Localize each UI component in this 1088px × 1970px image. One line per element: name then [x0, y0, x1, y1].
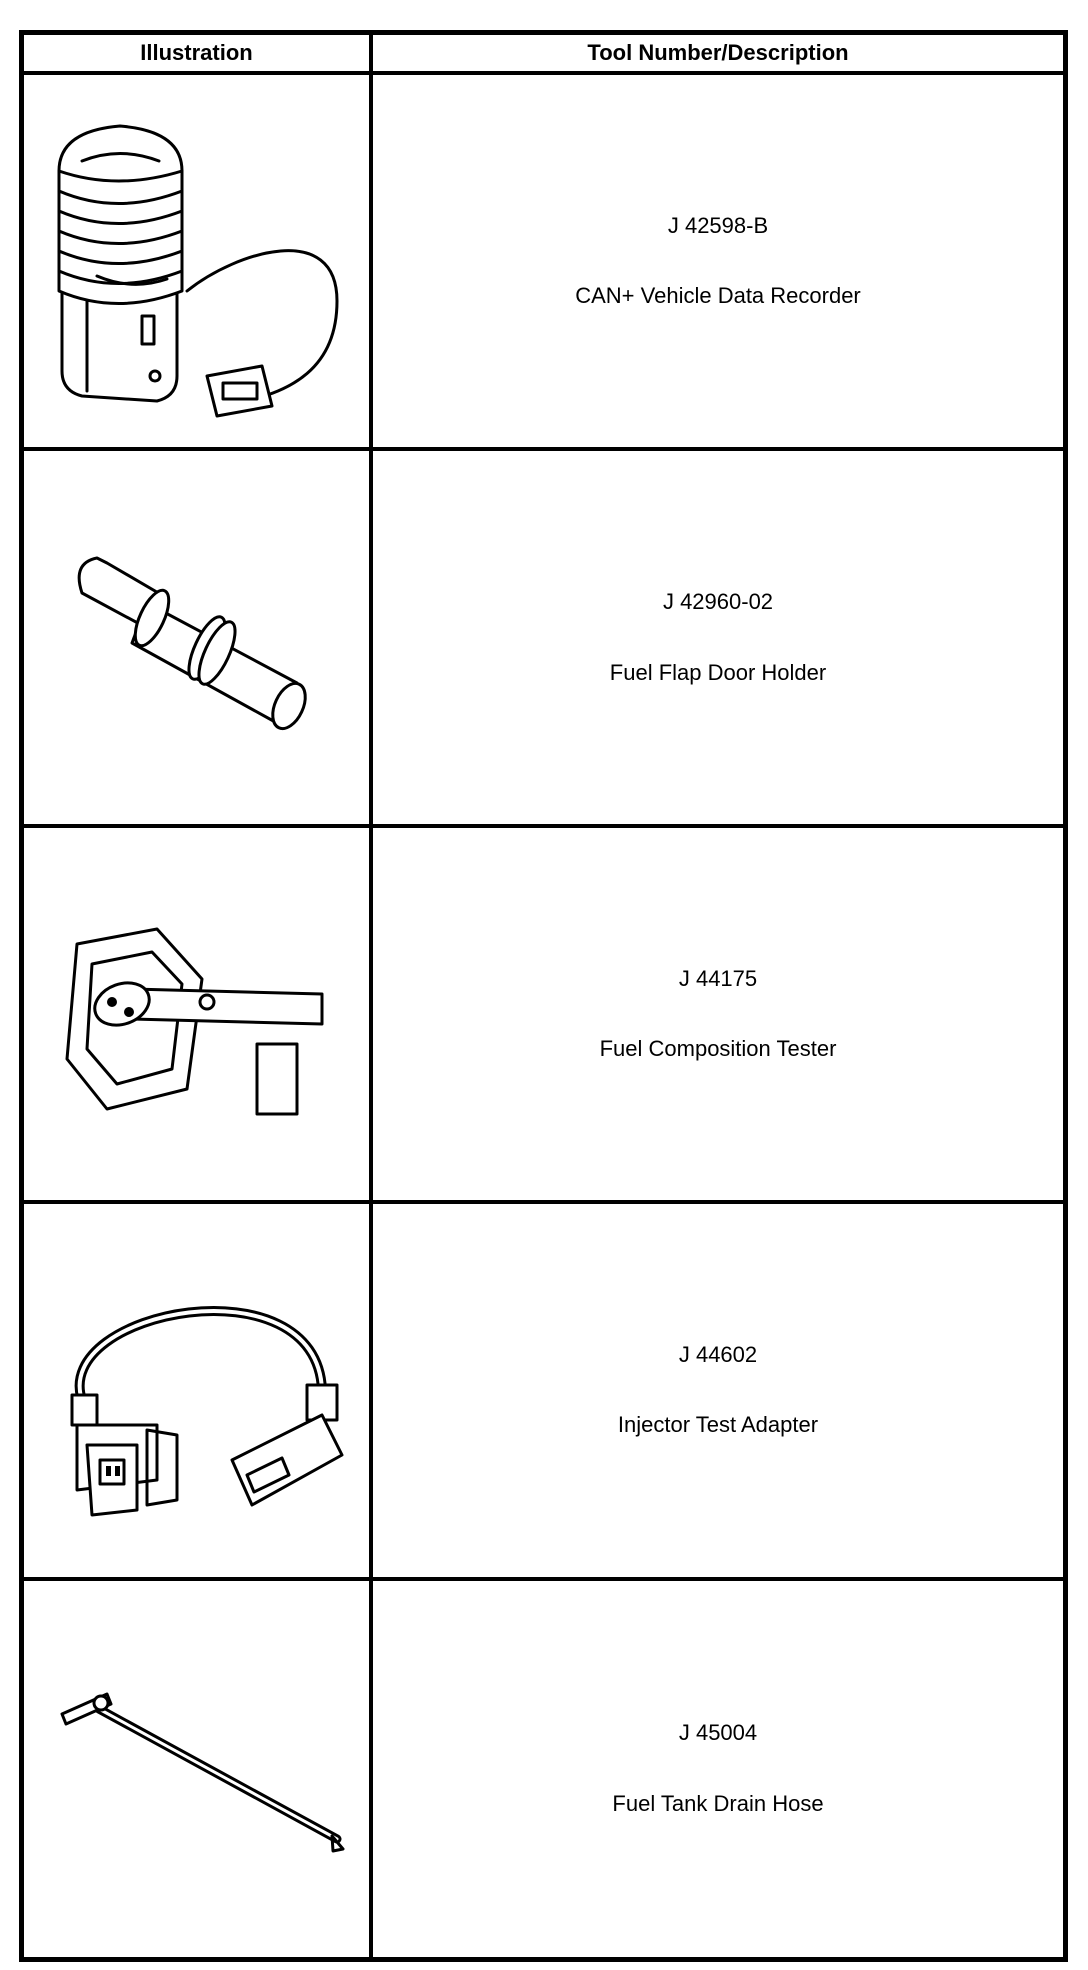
illustration-cell	[24, 1204, 373, 1581]
tool-description: Fuel Tank Drain Hose	[612, 1790, 824, 1816]
tool-description-cell: J 45004 Fuel Tank Drain Hose	[373, 1581, 1063, 1957]
tool-description: Fuel Flap Door Holder	[609, 659, 827, 685]
injector-adapter-icon	[70, 1306, 343, 1517]
data-recorder-icon	[57, 124, 338, 418]
composition-tester-icon	[65, 927, 323, 1116]
flap-door-holder-icon	[77, 556, 307, 730]
tool-number: J 44602	[678, 1342, 758, 1367]
tool-description-cell: J 44175 Fuel Composition Tester	[373, 828, 1063, 1205]
illustration-cell	[24, 75, 373, 452]
header-tool-description: Tool Number/Description	[373, 35, 1063, 75]
illustration-cell	[24, 1580, 373, 1957]
illustration-cell	[24, 827, 373, 1205]
tool-number: J 44175	[678, 965, 758, 991]
tool-number: J 42598-B	[667, 212, 769, 238]
header-illustration: Illustration	[24, 35, 373, 75]
tool-description-cell: J 42598-B CAN+ Vehicle Data Recorder	[373, 75, 1063, 452]
illustration-cell	[24, 451, 373, 828]
tool-number: J 45004	[678, 1720, 758, 1746]
tool-description: Fuel Composition Tester	[599, 1035, 837, 1061]
tool-description: CAN+ Vehicle Data Recorder	[575, 283, 861, 309]
tool-description-cell: J 42960-02 Fuel Flap Door Holder	[373, 451, 1063, 828]
tool-description: Injector Test Adapter	[617, 1412, 819, 1438]
tool-table: Illustration Tool Number/Description J 4…	[19, 30, 1068, 1962]
tool-number: J 42960-02	[662, 589, 774, 615]
drain-hose-icon	[60, 1692, 344, 1853]
tool-description-cell: J 44602 Injector Test Adapter	[373, 1204, 1063, 1581]
